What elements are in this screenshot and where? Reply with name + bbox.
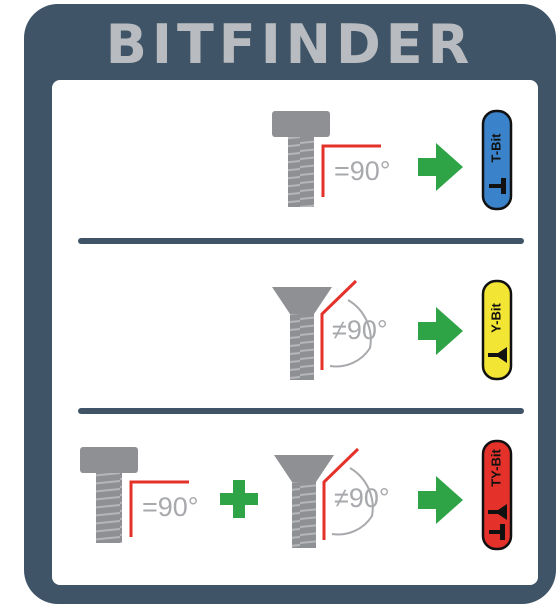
bit-label: TY-Bit [488,449,503,487]
divider [78,408,524,414]
bit-badge-ty [481,439,513,551]
angle-marker [320,279,372,370]
hex-head-screw-icon [272,111,330,207]
divider [78,238,524,244]
angle-label: ≠90° [334,483,390,513]
angle-marker [322,447,374,540]
angle-label: =90° [334,156,391,186]
angle-label: ≠90° [332,315,388,345]
countersunk-screw-icon [272,287,332,380]
right-arrow-icon [418,307,463,355]
bit-badge-icon: T-Bit [481,109,513,211]
right-angle-marker [129,480,189,537]
bit-label: Y-Bit [488,303,503,333]
page-title: BITFINDER [105,13,475,76]
right-angle-marker [321,144,381,197]
angle-label: =90° [142,492,199,522]
plus-icon [220,480,258,518]
countersunk-screw-icon [274,455,334,548]
bit-label: T-Bit [488,133,503,163]
right-arrow-icon [418,143,463,191]
bit-badge-icon: TY-Bit [481,439,513,551]
bit-badge-icon: Y-Bit [481,279,513,381]
hex-head-screw-icon [80,447,138,543]
right-arrow-icon [418,476,463,524]
